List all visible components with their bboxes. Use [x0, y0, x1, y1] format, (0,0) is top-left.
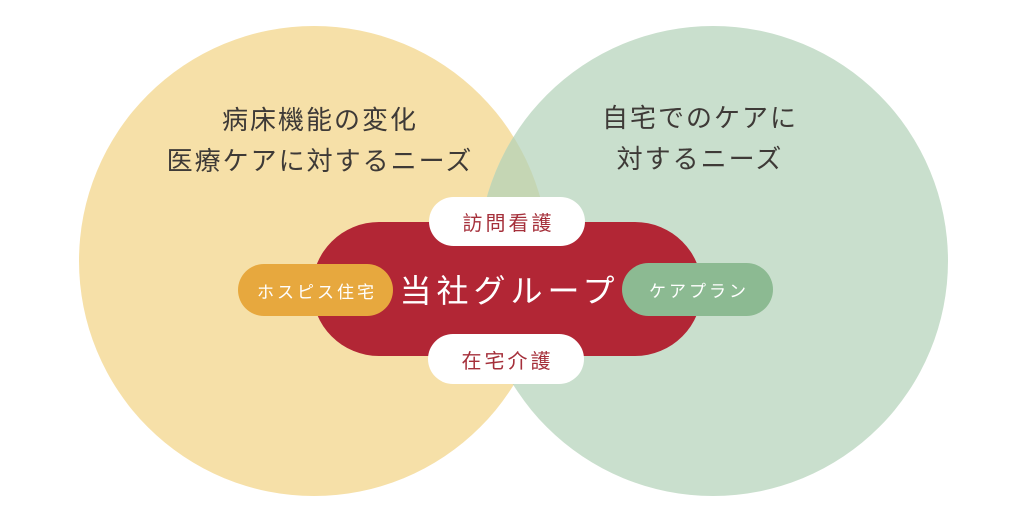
pill-home-care: 在宅介護 — [428, 334, 584, 384]
right-circle — [478, 26, 948, 496]
right-circle-label-line1: 自宅でのケアに — [601, 104, 798, 134]
pill-care-plan: ケアプラン — [622, 263, 773, 316]
company-group-label: 当社グループ — [399, 272, 620, 310]
pill-visiting-nursing-label: 訪問看護 — [462, 211, 555, 235]
left-circle-label: 病床機能の変化 医療ケアに対するニーズ — [120, 101, 520, 183]
left-circle-label-line2: 医療ケアに対するニーズ — [166, 147, 474, 177]
pill-home-care-label: 在宅介護 — [461, 348, 554, 373]
pill-care-plan-label: ケアプラン — [649, 282, 749, 302]
left-circle — [79, 26, 549, 496]
pill-hospice-housing: ホスピス住宅 — [238, 264, 393, 316]
right-circle-label: 自宅でのケアに 対するニーズ — [540, 99, 860, 181]
pill-hospice-housing-label: ホスピス住宅 — [257, 282, 377, 303]
right-circle-label-line2: 対するニーズ — [616, 145, 784, 175]
left-circle-label-line1: 病床機能の変化 — [221, 106, 418, 136]
pill-visiting-nursing: 訪問看護 — [429, 197, 585, 246]
